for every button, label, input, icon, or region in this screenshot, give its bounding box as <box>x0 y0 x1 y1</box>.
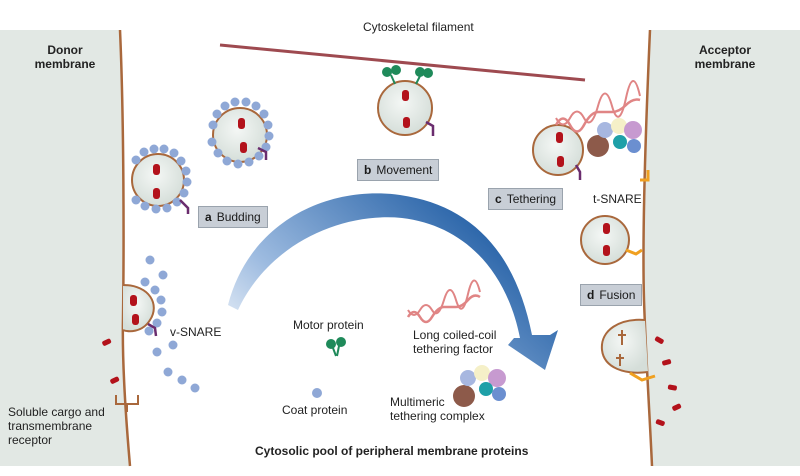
acceptor-membrane-label: Acceptor membrane <box>694 43 756 71</box>
step-label: Tethering <box>506 192 557 206</box>
moving-vesicle <box>377 65 435 136</box>
soluble-cargo-label: Soluble cargo and transmembrane receptor <box>8 405 105 447</box>
vsnare-vesicle <box>122 277 167 337</box>
step-fusion-box: d Fusion <box>580 284 643 306</box>
coiled-coil-icon <box>406 279 481 324</box>
step-letter: a <box>205 210 212 224</box>
step-movement-box: b Movement <box>357 159 440 181</box>
free-coat-proteins <box>145 255 200 393</box>
v-snare-label: v-SNARE <box>170 325 222 339</box>
coat-protein-label: Coat protein <box>282 403 348 417</box>
budding-vesicle <box>131 144 192 214</box>
long-coiled-coil-label: Long coiled-coil tethering factor <box>413 328 497 356</box>
tethering-complex <box>587 118 642 157</box>
cytosolic-pool-label: Cytosolic pool of peripheral membrane pr… <box>255 444 529 458</box>
step-letter: b <box>364 163 372 177</box>
motor-protein-pair <box>382 65 433 85</box>
fused-vesicle <box>600 318 656 382</box>
step-label: Movement <box>376 163 433 177</box>
step-budding-box: a Budding <box>198 206 268 228</box>
motor-protein-label: Motor protein <box>293 318 364 332</box>
cytoskeletal-filament-line <box>219 43 586 82</box>
tethering-vesicle <box>532 118 642 180</box>
acceptor-membrane <box>642 29 800 467</box>
coated-vesicle <box>207 97 274 169</box>
t-snare-label: t-SNARE <box>593 192 642 206</box>
donor-membrane-label: Donor membrane <box>34 43 96 71</box>
cytoskeletal-filament-label: Cytoskeletal filament <box>363 20 474 34</box>
step-label: Fusion <box>599 288 636 302</box>
multimeric-tethering-label: Multimeric tethering complex <box>390 395 485 423</box>
multimeric-tethering-icon <box>453 365 506 407</box>
coiled-coil-tether <box>554 80 641 133</box>
soluble-cargo-marks <box>102 338 120 384</box>
step-letter: d <box>587 288 595 302</box>
tsnare-marks <box>640 170 650 182</box>
coat-protein-icon <box>312 388 322 398</box>
step-letter: c <box>495 192 502 206</box>
step-tethering-box: c Tethering <box>488 188 564 210</box>
transmembrane-receptor <box>115 395 139 412</box>
fusion-vesicle <box>580 215 643 265</box>
donor-membrane <box>0 29 132 467</box>
transport-arrow <box>228 193 558 370</box>
step-label: Budding <box>216 210 261 224</box>
released-cargo <box>654 336 682 426</box>
motor-protein-icon <box>326 337 346 357</box>
